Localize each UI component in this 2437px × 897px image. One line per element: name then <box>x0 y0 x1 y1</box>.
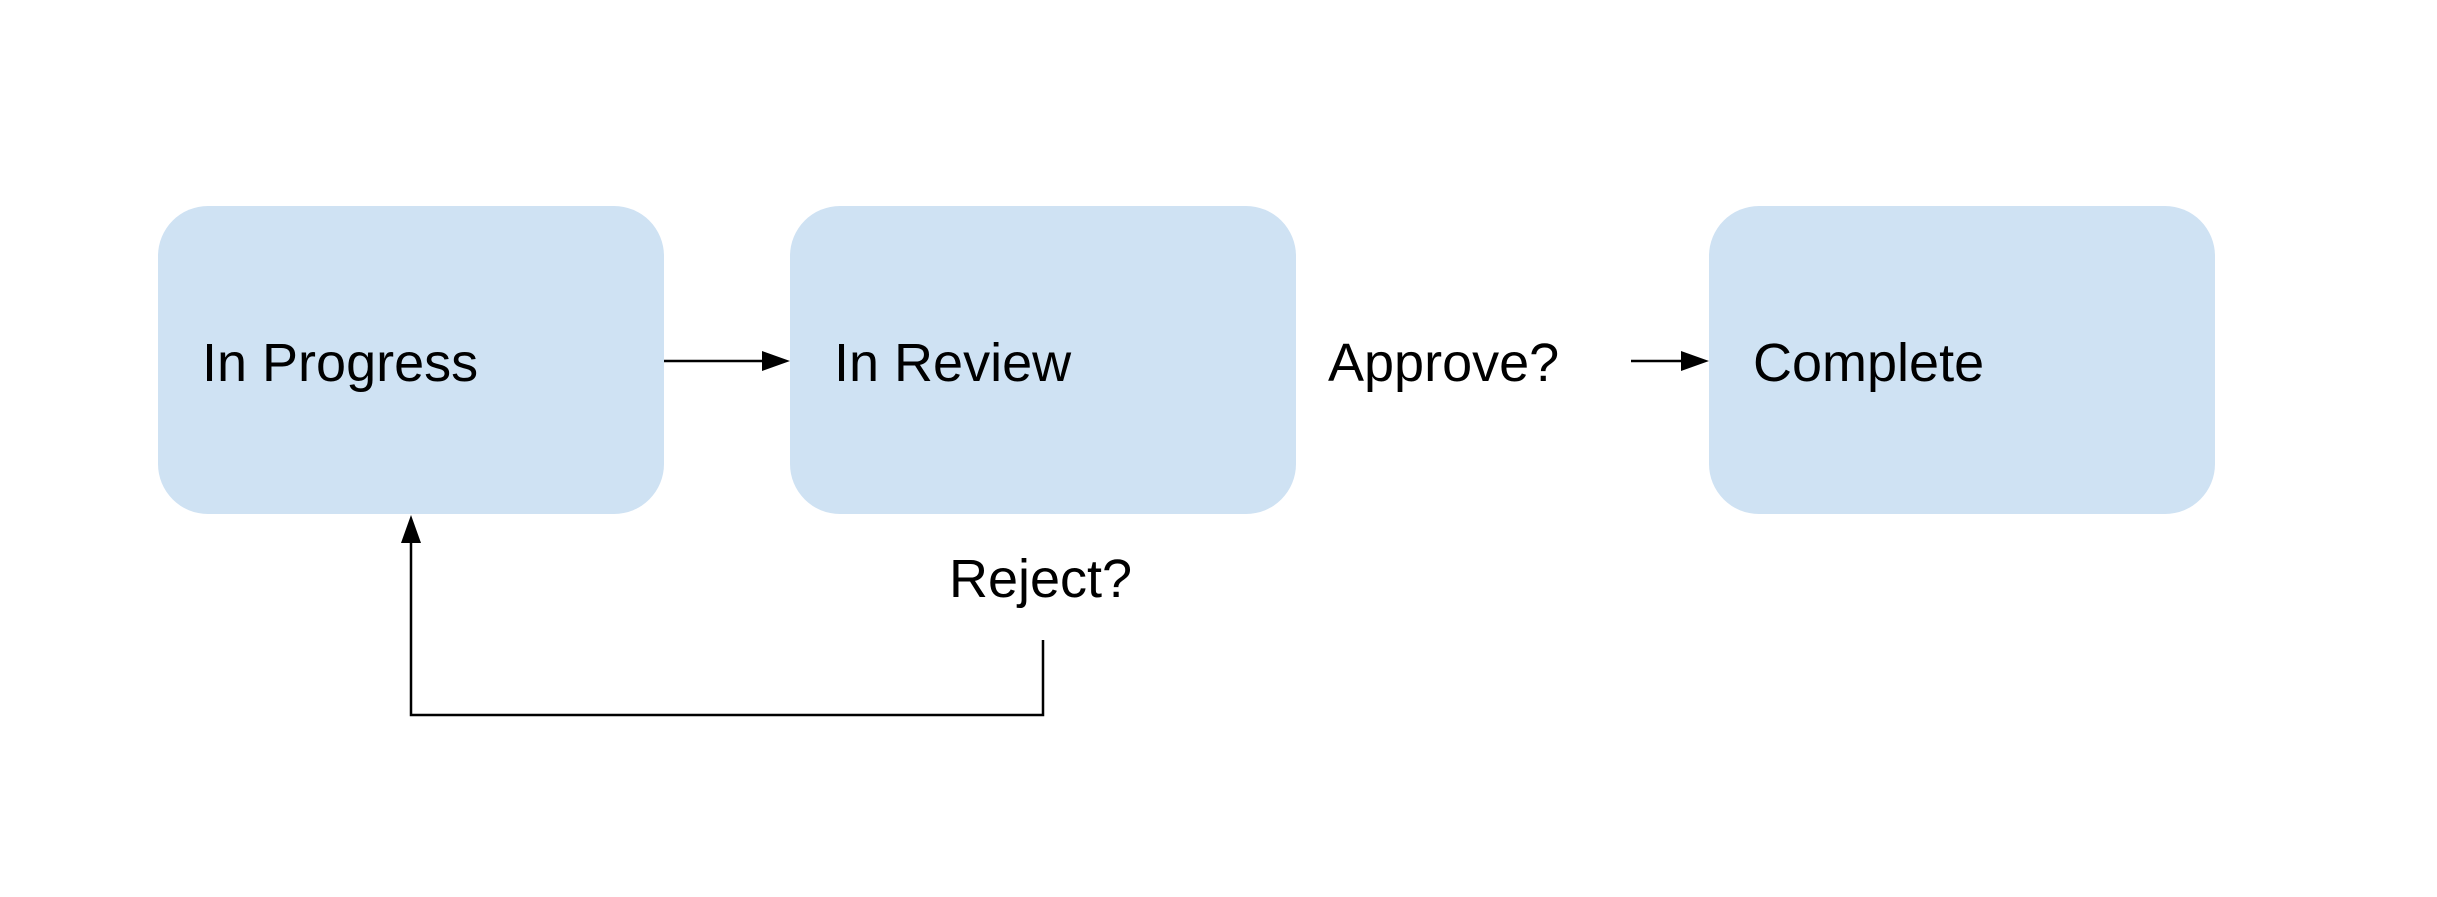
node-complete-label: Complete <box>1753 333 1984 393</box>
edge-approve-label: Approve? <box>1328 333 1559 393</box>
edge-reject-arrowhead <box>401 515 421 543</box>
node-complete: Complete <box>1709 206 2215 514</box>
node-in-progress-box <box>158 206 664 514</box>
edge-reject: Reject? <box>401 515 1132 717</box>
edge-reject-line <box>409 542 1045 717</box>
node-complete-box <box>1709 206 2215 514</box>
node-in-review: In Review <box>790 206 1296 514</box>
edge-approve-arrowhead <box>1681 351 1709 371</box>
node-in-progress: In Progress <box>158 206 664 514</box>
edge-submit-arrowhead <box>762 351 790 371</box>
node-in-review-box <box>790 206 1296 514</box>
edge-reject-label: Reject? <box>949 549 1132 609</box>
node-in-progress-label: In Progress <box>202 333 478 393</box>
edge-submit <box>664 351 790 371</box>
node-in-review-label: In Review <box>834 333 1072 393</box>
edge-approve: Approve? <box>1328 333 1709 393</box>
